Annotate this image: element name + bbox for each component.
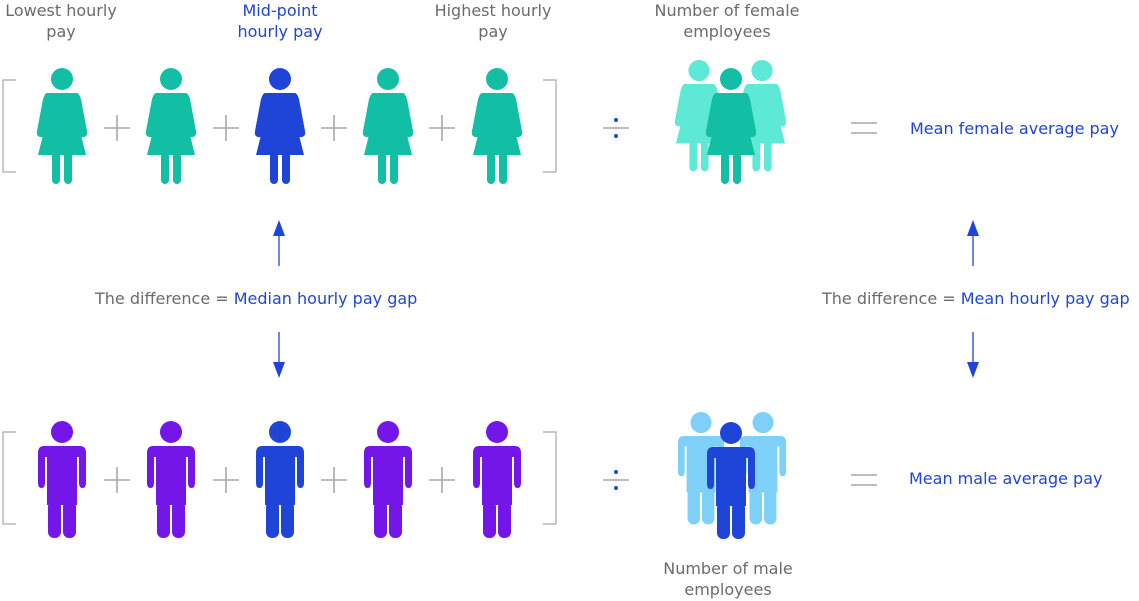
- plus-icon: [213, 467, 239, 493]
- male-right-bracket: [543, 431, 557, 525]
- male-person-icon: [364, 421, 412, 538]
- female-person-icon: [362, 68, 414, 184]
- mean-down-arrow-icon: [967, 332, 979, 378]
- male-person-icon: [473, 421, 521, 538]
- midpoint-pay-label: Mid-point hourly pay: [237, 1, 323, 41]
- median-gap-prefix: The difference =: [95, 289, 234, 308]
- female-left-bracket: [2, 79, 16, 173]
- plus-icon: [321, 115, 347, 141]
- median-up-arrow-icon: [273, 220, 285, 266]
- male-group-icon: [739, 412, 787, 525]
- male-person-icon: [256, 421, 304, 538]
- male-group-icon: [707, 422, 755, 539]
- female-right-bracket: [543, 79, 557, 173]
- median-down-arrow-icon: [273, 332, 285, 378]
- male-person-icon: [147, 421, 195, 538]
- plus-icon: [429, 115, 455, 141]
- female-person-icon: [254, 68, 306, 184]
- highest-pay-label: Highest hourly pay: [434, 1, 552, 41]
- plus-icon: [104, 467, 130, 493]
- female-person-icon: [36, 68, 88, 184]
- male-left-bracket: [2, 431, 16, 525]
- plus-icon: [104, 115, 130, 141]
- median-gap-term: Median hourly pay gap: [233, 289, 418, 308]
- mean-gap-prefix: The difference =: [822, 289, 961, 308]
- female-count-label: Number of female employees: [654, 1, 800, 41]
- female-group-icon: [705, 68, 757, 184]
- divide-icon: [603, 470, 629, 490]
- median-gap-label: The difference = Median hourly pay gap: [95, 288, 417, 309]
- female-person-icon: [471, 68, 523, 184]
- mean-gap-term: Mean hourly pay gap: [960, 289, 1130, 308]
- equals-icon: [851, 122, 877, 134]
- mean-male-average-pay: Mean male average pay: [909, 469, 1103, 488]
- male-person-icon: [38, 421, 86, 538]
- lowest-pay-label: Lowest hourly pay: [5, 1, 117, 41]
- plus-icon: [321, 467, 347, 493]
- mean-gap-label: The difference = Mean hourly pay gap: [822, 288, 1130, 309]
- mean-up-arrow-icon: [967, 220, 979, 266]
- equals-icon: [851, 474, 877, 486]
- male-count-label: Number of male employees: [663, 559, 793, 599]
- female-person-icon: [145, 68, 197, 184]
- plus-icon: [429, 467, 455, 493]
- divide-icon: [603, 118, 629, 138]
- mean-female-average-pay: Mean female average pay: [910, 119, 1119, 138]
- plus-icon: [213, 115, 239, 141]
